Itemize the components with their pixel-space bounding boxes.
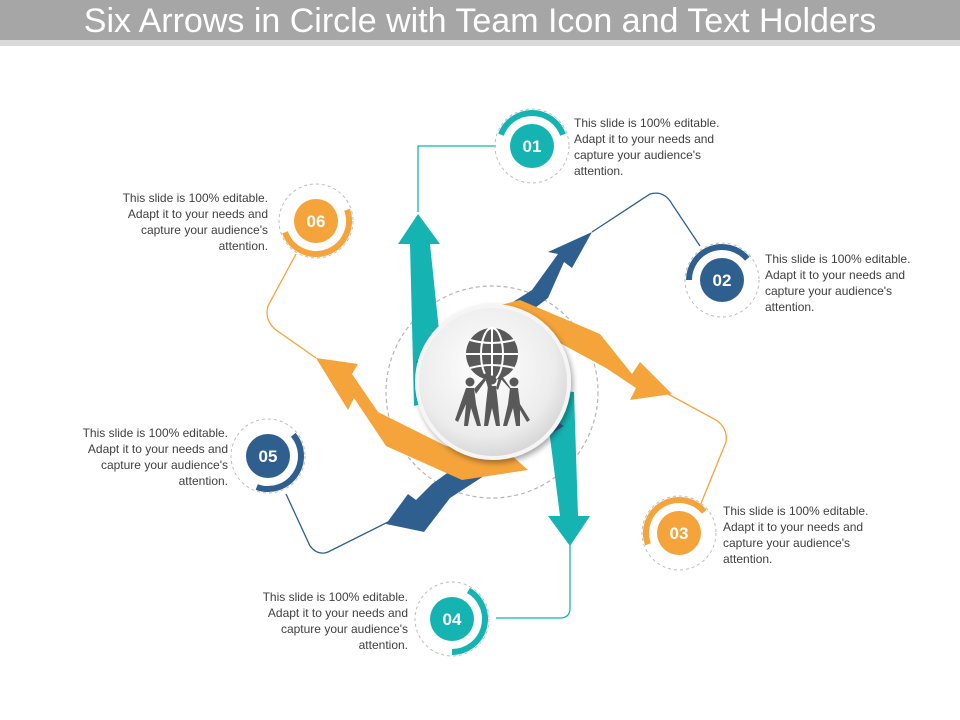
badge-05: 05 [230,418,306,494]
badge-disc [510,124,554,168]
badge-01: 01 [494,108,570,184]
globe-team-icon [455,327,530,426]
step-01-text: This slide is 100% editable. Adapt it to… [574,116,720,178]
badge-number: 04 [443,610,462,629]
badge-02: 02 [684,242,760,318]
badge-dashed-ring [494,108,570,184]
badge-disc [657,511,701,555]
connector-03 [667,393,727,507]
orange-arrow-left [316,358,528,480]
badge-dashed-ring [641,495,717,571]
step-06-text: This slide is 100% editable. Adapt it to… [122,191,268,253]
badge-disc [246,434,290,478]
badge-number: 02 [713,271,732,290]
badge-accent-arc [282,208,352,257]
badge-accent-arc [451,587,488,655]
badge-03: 03 [641,495,717,571]
badge-accent-arc [643,497,707,546]
badge-04: 04 [414,581,490,657]
connector-04 [496,544,571,619]
connector-01 [417,145,496,212]
connector-02 [591,192,701,247]
title-bar [0,0,960,46]
step-03-text: This slide is 100% editable. Adapt it to… [723,504,869,566]
badge-disc [294,199,338,243]
step-05-text: This slide is 100% editable. Adapt it to… [82,426,228,488]
badge-dashed-ring [414,581,490,657]
badge-disc [430,597,474,641]
connector-06 [266,253,317,359]
step-02-text: This slide is 100% editable. Adapt it to… [765,252,911,314]
step-04-text: This slide is 100% editable. Adapt it to… [262,590,408,652]
badge-disc [700,258,744,302]
badge-number: 03 [670,524,689,543]
step-badges: 01 02 03 04 05 06 [230,108,760,657]
badge-number: 06 [307,212,326,231]
badge-accent-arc [498,110,566,136]
badge-dashed-ring [278,183,354,259]
connector-lines [266,145,727,619]
badge-dashed-ring [230,418,306,494]
badge-number: 01 [523,137,542,156]
slide-title: Six Arrows in Circle with Team Icon and … [83,2,877,40]
badge-accent-arc [686,244,750,281]
badge-accent-arc [255,432,304,492]
dashed-ring [385,285,599,499]
connector-05 [285,493,389,554]
badge-dashed-ring [684,242,760,318]
badge-number: 05 [259,447,278,466]
badge-06: 06 [278,183,354,259]
title-underline [0,40,960,46]
